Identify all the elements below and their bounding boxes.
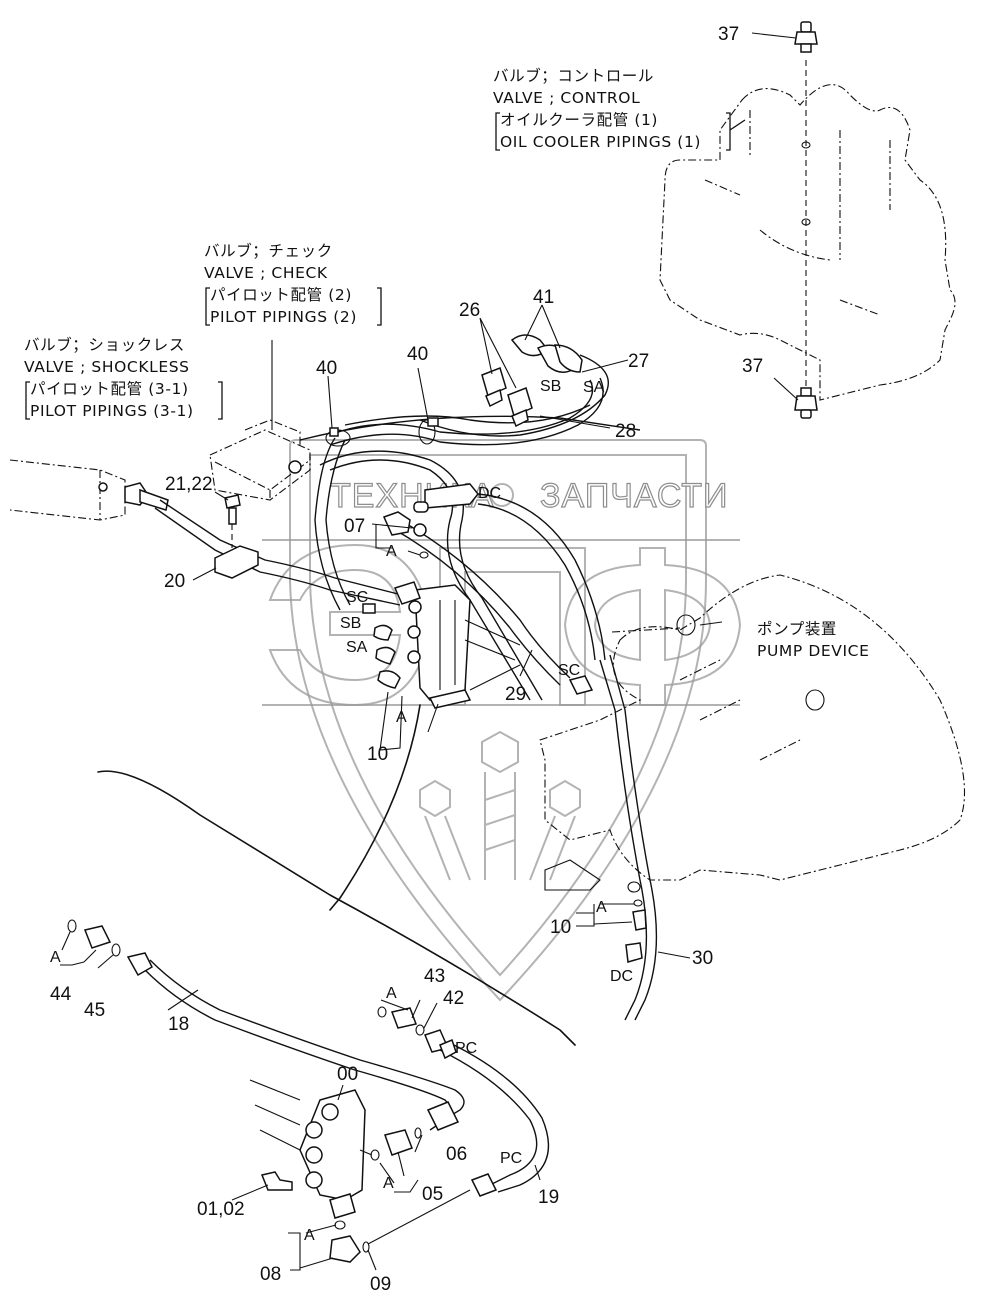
- label-part-01-02: 01,02: [197, 1199, 245, 1220]
- watermark-letter-e: [268, 543, 432, 707]
- sc-sb-sa-left-fittings: [362, 603, 401, 689]
- label-part-26: 26: [459, 300, 480, 321]
- watermark: ТЕХНИКА ЗАПЧАСТИ: [262, 439, 742, 1002]
- leader-lines: [60, 304, 723, 1271]
- note-control-valve: バルブ；コントロール VALVE ; CONTROL オイルクーラ配管 (1) …: [493, 66, 746, 151]
- part-41-elbows: [510, 334, 583, 373]
- label-part-09: 09: [370, 1274, 391, 1295]
- part-10-lower-fitting: [625, 899, 647, 963]
- fittings: [67, 334, 965, 1263]
- label-part-30: 30: [692, 948, 713, 969]
- watermark-text-right: ЗАПЧАСТИ: [540, 477, 729, 515]
- label-part-27: 27: [628, 351, 649, 372]
- part-43-42-fittings: [377, 1006, 457, 1060]
- part-01-02-bolt: [260, 1171, 293, 1191]
- note-shockless-valve-en: VALVE ; SHOCKLESS: [24, 358, 190, 376]
- label-part-21-22: 21,22: [165, 474, 213, 495]
- part-20-clamp: [214, 545, 259, 579]
- note-pump-device: ポンプ装置 PUMP DEVICE: [757, 620, 869, 660]
- part-21-22-bolt: [224, 494, 241, 548]
- label-a-44: A: [50, 949, 61, 966]
- label-part-43: 43: [424, 966, 445, 987]
- label-part-20: 20: [164, 571, 185, 592]
- sc-right-fitting: [568, 675, 594, 695]
- label-port-dc-bottom: DC: [610, 968, 633, 985]
- label-port-pc-upper: PC: [455, 1040, 477, 1057]
- label-port-sa-left: SA: [346, 639, 368, 656]
- part-44-45-fittings: [67, 919, 153, 977]
- shockless-valve-block: [393, 581, 521, 709]
- label-a-07: A: [386, 543, 397, 560]
- label-port-pc-lower: PC: [500, 1150, 522, 1167]
- part-08-09-fittings: [329, 1173, 498, 1263]
- label-a-43: A: [386, 985, 397, 1002]
- check-valve-drawing: [209, 340, 311, 501]
- note-control-valve-ref-en: OIL COOLER PIPINGS (1): [500, 133, 701, 151]
- note-shockless-valve-ref-en: PILOT PIPINGS (3-1): [30, 402, 194, 420]
- watermark-hex-icon: [481, 730, 519, 774]
- note-check-valve-en: VALVE ; CHECK: [204, 264, 328, 282]
- label-part-10-lower: 10: [550, 917, 571, 938]
- label-part-45: 45: [84, 1000, 105, 1021]
- part-number-labels: 37 37 26 41 27 28 40 40 21,22 20 07 10 2…: [50, 24, 763, 1295]
- note-control-valve-jp: バルブ；コントロール: [493, 66, 654, 85]
- label-part-19: 19: [538, 1187, 559, 1208]
- note-pump-device-en: PUMP DEVICE: [757, 642, 869, 660]
- note-check-valve-ref-en: PILOT PIPINGS (2): [210, 308, 357, 326]
- label-part-29: 29: [505, 684, 526, 705]
- label-part-37-bottom: 37: [742, 356, 763, 377]
- shockless-valve-drawing: [9, 459, 169, 521]
- label-part-40-left: 40: [316, 358, 337, 379]
- label-part-08: 08: [260, 1264, 281, 1285]
- label-part-10-upper: 10: [367, 744, 388, 765]
- label-port-dc-top: DC: [478, 485, 501, 502]
- part-26-fittings: [481, 367, 533, 428]
- control-valve-drawing: [659, 21, 956, 419]
- label-a-10-lower: A: [596, 899, 607, 916]
- label-a-08: A: [304, 1227, 315, 1244]
- watermark-gear-icon: [490, 483, 514, 507]
- label-part-05: 05: [422, 1184, 443, 1205]
- label-port-sb-left: SB: [340, 615, 361, 632]
- o-ring-labels: A A A A A A A: [50, 543, 607, 1244]
- label-part-07: 07: [344, 516, 365, 537]
- label-part-00: 00: [337, 1064, 358, 1085]
- part-40-clamps: [325, 417, 439, 447]
- pump-device-drawing: [539, 574, 965, 893]
- note-shockless-valve-jp: バルブ；ショックレス: [24, 335, 185, 354]
- watermark-letter-f: [563, 547, 742, 706]
- note-shockless-valve: バルブ；ショックレス VALVE ; SHOCKLESS パイロット配管 (3-…: [24, 335, 223, 420]
- label-part-41: 41: [533, 287, 554, 308]
- label-port-sc-right: SC: [558, 662, 580, 679]
- note-check-valve: バルブ；チェック VALVE ; CHECK パイロット配管 (2) PILOT…: [204, 241, 382, 326]
- label-part-06: 06: [446, 1144, 467, 1165]
- note-pump-device-jp: ポンプ装置: [757, 620, 837, 638]
- label-port-sa-top: SA: [583, 379, 605, 396]
- label-part-44: 44: [50, 984, 72, 1005]
- label-a-05: A: [383, 1175, 394, 1192]
- label-port-sb-top: SB: [540, 378, 561, 395]
- label-part-18: 18: [168, 1014, 189, 1035]
- label-part-42: 42: [443, 988, 464, 1009]
- part-07-fitting: [382, 501, 429, 559]
- label-part-40-right: 40: [407, 344, 428, 365]
- part-37-bottom-fitting: [794, 387, 818, 419]
- note-check-valve-jp: バルブ；チェック: [204, 241, 333, 260]
- part-37-top-fitting: [794, 21, 818, 53]
- label-part-37-top: 37: [718, 24, 739, 45]
- note-check-valve-ref-jp: パイロット配管 (2): [210, 286, 352, 304]
- port-labels: SB SA DC SC SB SA SC DC PC PC: [340, 378, 633, 1167]
- part-05-06-fittings: [370, 1101, 460, 1161]
- note-control-valve-ref-jp: オイルクーラ配管 (1): [500, 111, 658, 129]
- note-shockless-valve-ref-jp: パイロット配管 (3-1): [30, 380, 189, 398]
- label-part-28: 28: [615, 421, 636, 442]
- note-control-valve-en: VALVE ; CONTROL: [493, 89, 640, 107]
- part-00-valve-block: [299, 1089, 373, 1219]
- label-port-sc-left: SC: [346, 589, 368, 606]
- label-a-10-upper: A: [396, 709, 407, 726]
- watermark-shield: [289, 439, 707, 1002]
